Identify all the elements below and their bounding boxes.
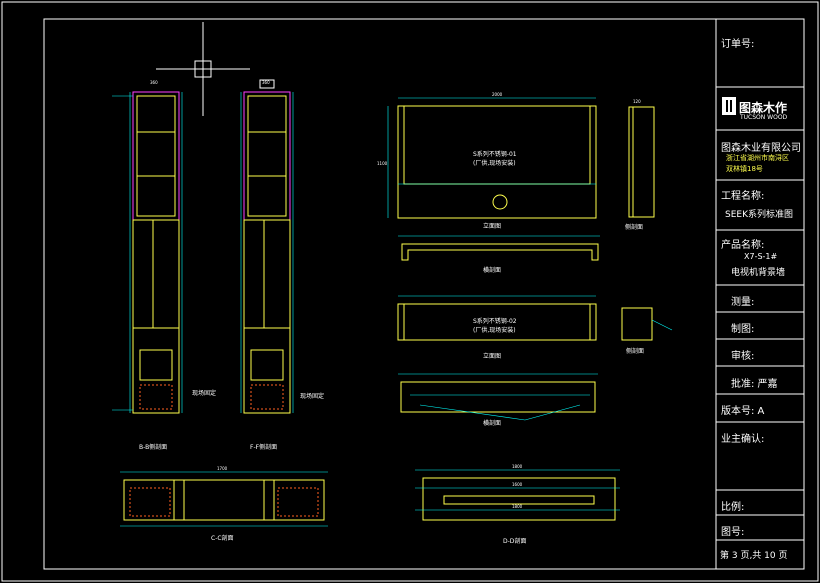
note-supply-01: (厂供,现场安装) xyxy=(473,159,516,167)
order-no-label: 订单号: xyxy=(721,39,755,50)
note-fix-bb: 现场固定 xyxy=(192,389,216,397)
scale-label: 比例: xyxy=(721,502,745,513)
logo-mark-icon xyxy=(722,97,736,115)
project-value: SEEK系列标准图 xyxy=(725,210,793,220)
view-elevation-1 xyxy=(387,97,597,219)
dim-ff-top: 360 xyxy=(262,80,270,85)
label-top-2: 横剖面 xyxy=(483,419,501,427)
view-side-1 xyxy=(628,106,655,218)
label-cc: C-C剖面 xyxy=(211,534,234,542)
view-ff-section xyxy=(240,79,294,414)
logo-text: 图森木作 xyxy=(739,101,788,115)
dim-dd-a: 1600 xyxy=(512,482,523,487)
title-block-lines xyxy=(716,86,804,541)
product-code: X7-S-1# xyxy=(744,252,778,261)
dim-elev-height: 1100 xyxy=(377,161,388,166)
dim-bb-top: 360 xyxy=(150,80,158,85)
approve-label: 批准: 严嘉 xyxy=(731,379,778,390)
note-steel-02: S系列不锈钢-02 xyxy=(473,317,517,325)
product-value: 电视机背景墙 xyxy=(731,268,786,278)
label-side-1: 侧剖面 xyxy=(625,223,643,231)
address-line-2: 双林镇18号 xyxy=(726,165,763,173)
dim-cc-width: 1700 xyxy=(217,466,228,471)
dim-dd-width: 1800 xyxy=(512,464,523,469)
review-label: 审核: xyxy=(731,351,755,362)
note-supply-02: (厂供,现场安装) xyxy=(473,326,516,334)
version-label: 版本号: A xyxy=(721,406,765,417)
inner-frame xyxy=(43,18,805,570)
dim-elev-width: 2000 xyxy=(492,92,503,97)
page-indicator: 第 3 页,共 10 页 xyxy=(720,551,788,561)
survey-label: 测量: xyxy=(731,297,755,308)
note-fix-ff: 现场固定 xyxy=(300,392,324,400)
label-side-2: 侧剖面 xyxy=(626,347,644,355)
dim-side-small: 120 xyxy=(633,99,641,104)
company-name: 图森木业有限公司 xyxy=(721,143,801,154)
view-top-2 xyxy=(398,373,598,421)
product-label: 产品名称: xyxy=(721,240,765,251)
view-top-1 xyxy=(398,235,600,261)
label-elevation-2: 立面图 xyxy=(483,352,501,360)
address-line-1: 浙江省湖州市南浔区 xyxy=(726,154,789,162)
drawing-no-label: 图号: xyxy=(721,527,745,538)
label-dd: D-D剖面 xyxy=(503,537,526,545)
owner-confirm-label: 业主确认: xyxy=(721,434,765,445)
label-bb: B-B侧剖面 xyxy=(139,443,167,451)
view-side-2 xyxy=(621,307,673,341)
view-elevation-2 xyxy=(397,295,597,341)
crosshair-cursor-icon xyxy=(156,22,250,116)
dim-dd-b: 1800 xyxy=(512,504,523,509)
label-elevation-1: 立面图 xyxy=(483,222,501,230)
label-ff: F-F侧剖面 xyxy=(250,443,277,451)
view-cc-section xyxy=(120,471,328,527)
view-dd-section xyxy=(415,469,620,521)
project-label: 工程名称: xyxy=(721,191,765,202)
view-bb-section xyxy=(112,91,183,414)
logo-subtitle: TUCSON WOOD xyxy=(740,114,788,121)
label-top-1: 横剖面 xyxy=(483,266,501,274)
drawn-by-label: 制图: xyxy=(731,324,755,335)
note-steel-01: S系列不锈钢-01 xyxy=(473,150,517,158)
